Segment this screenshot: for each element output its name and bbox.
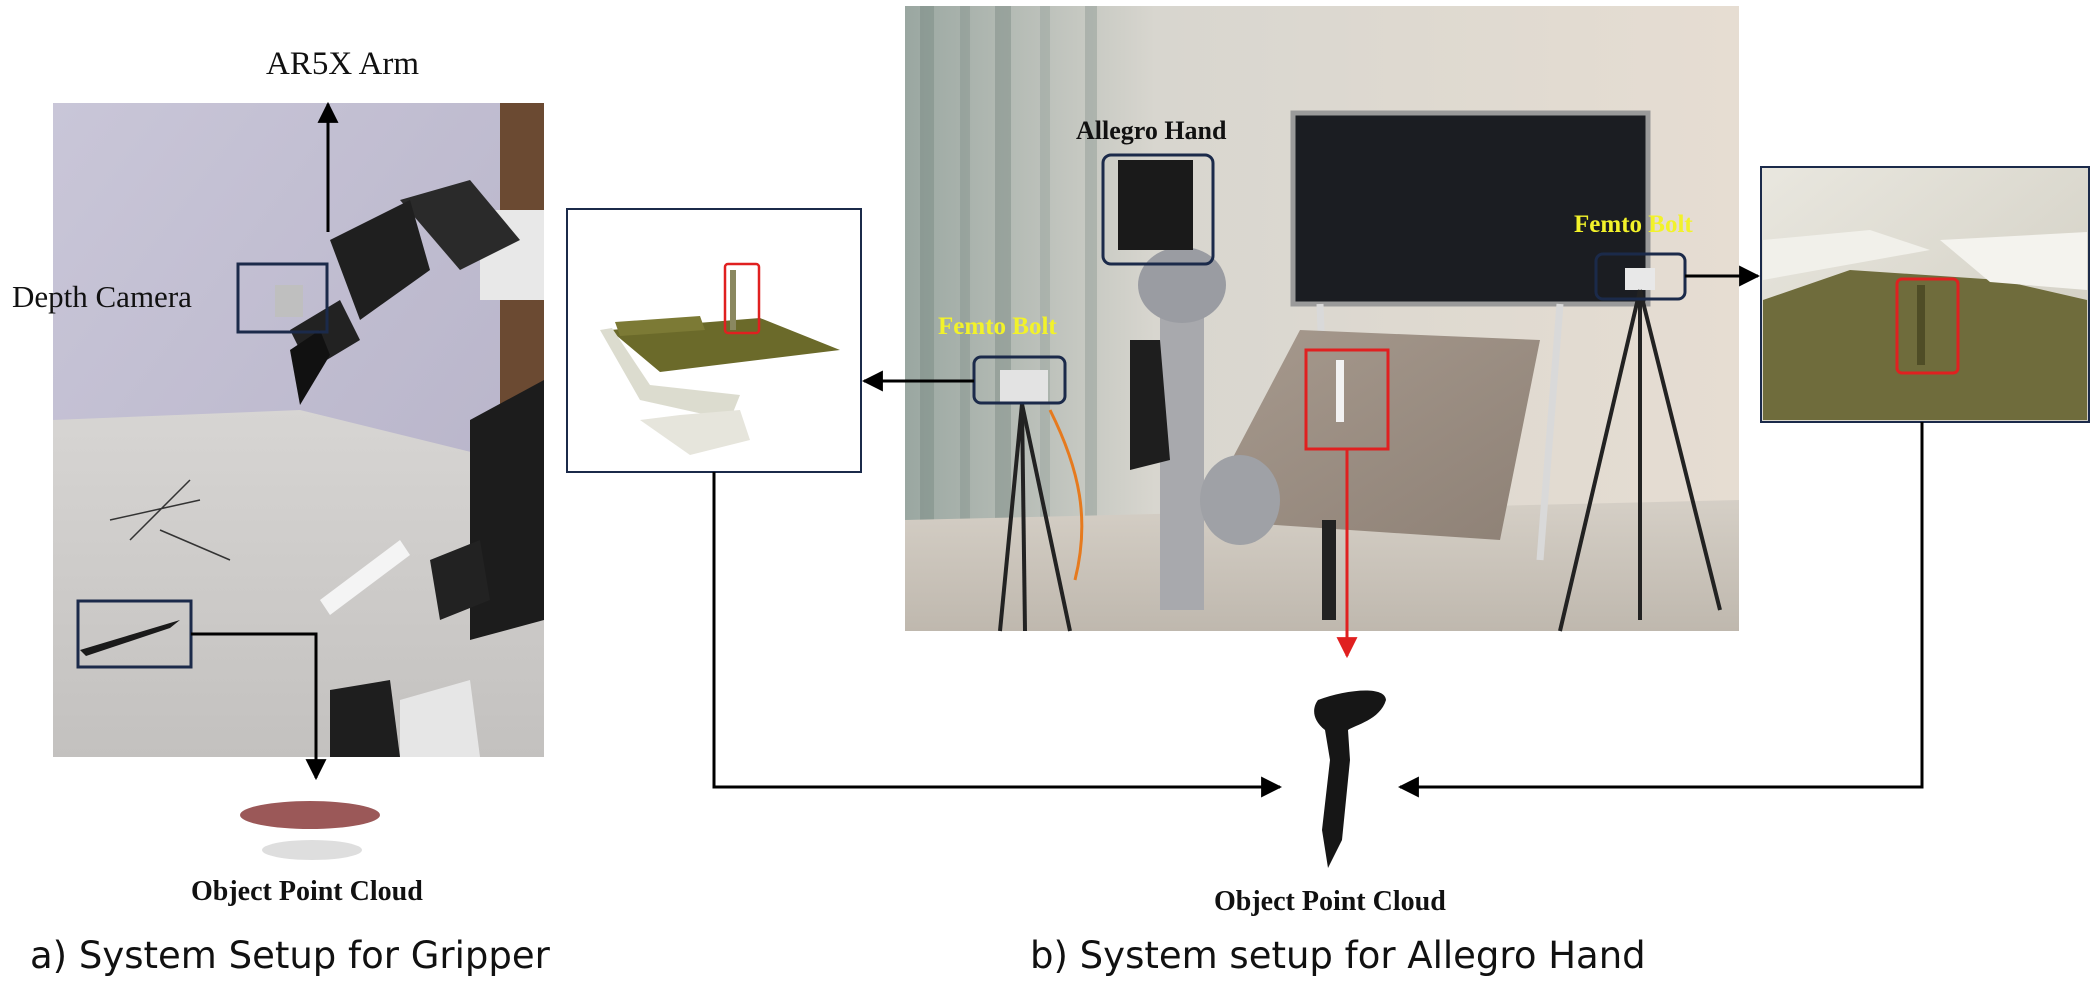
arm-label: AR5X Arm	[266, 46, 420, 82]
left-merge-arrow	[712, 472, 1283, 798]
left-cloud-object-box	[723, 262, 761, 335]
right-cloud-panel	[1760, 166, 2090, 423]
allegro-photo	[905, 6, 1739, 632]
gripper-object-cloud	[240, 801, 380, 860]
depth-camera-label: Depth Camera	[12, 279, 192, 314]
allegro-caption: b) System setup for Allegro Hand	[1030, 934, 1646, 977]
allegro-hand-label: Allegro Hand	[1076, 116, 1227, 145]
left-femto-label: Femto Bolt	[938, 313, 1057, 340]
gripper-caption: a) System Setup for Gripper	[30, 934, 550, 977]
allegro-object-cloud	[1314, 690, 1386, 868]
right-cloud-object-box	[1895, 277, 1960, 375]
allegro-hand-box	[1101, 153, 1215, 266]
gripper-photo	[53, 103, 544, 757]
depth-camera-box	[236, 262, 329, 334]
right-merge-arrow	[1397, 422, 1924, 798]
allegro-cloud-label: Object Point Cloud	[1214, 886, 1446, 917]
right-femto-label: Femto Bolt	[1574, 211, 1693, 238]
gripper-cloud-arrow	[191, 632, 327, 781]
gripper-cloud-label: Object Point Cloud	[191, 876, 423, 907]
left-cloud-panel	[566, 208, 862, 473]
